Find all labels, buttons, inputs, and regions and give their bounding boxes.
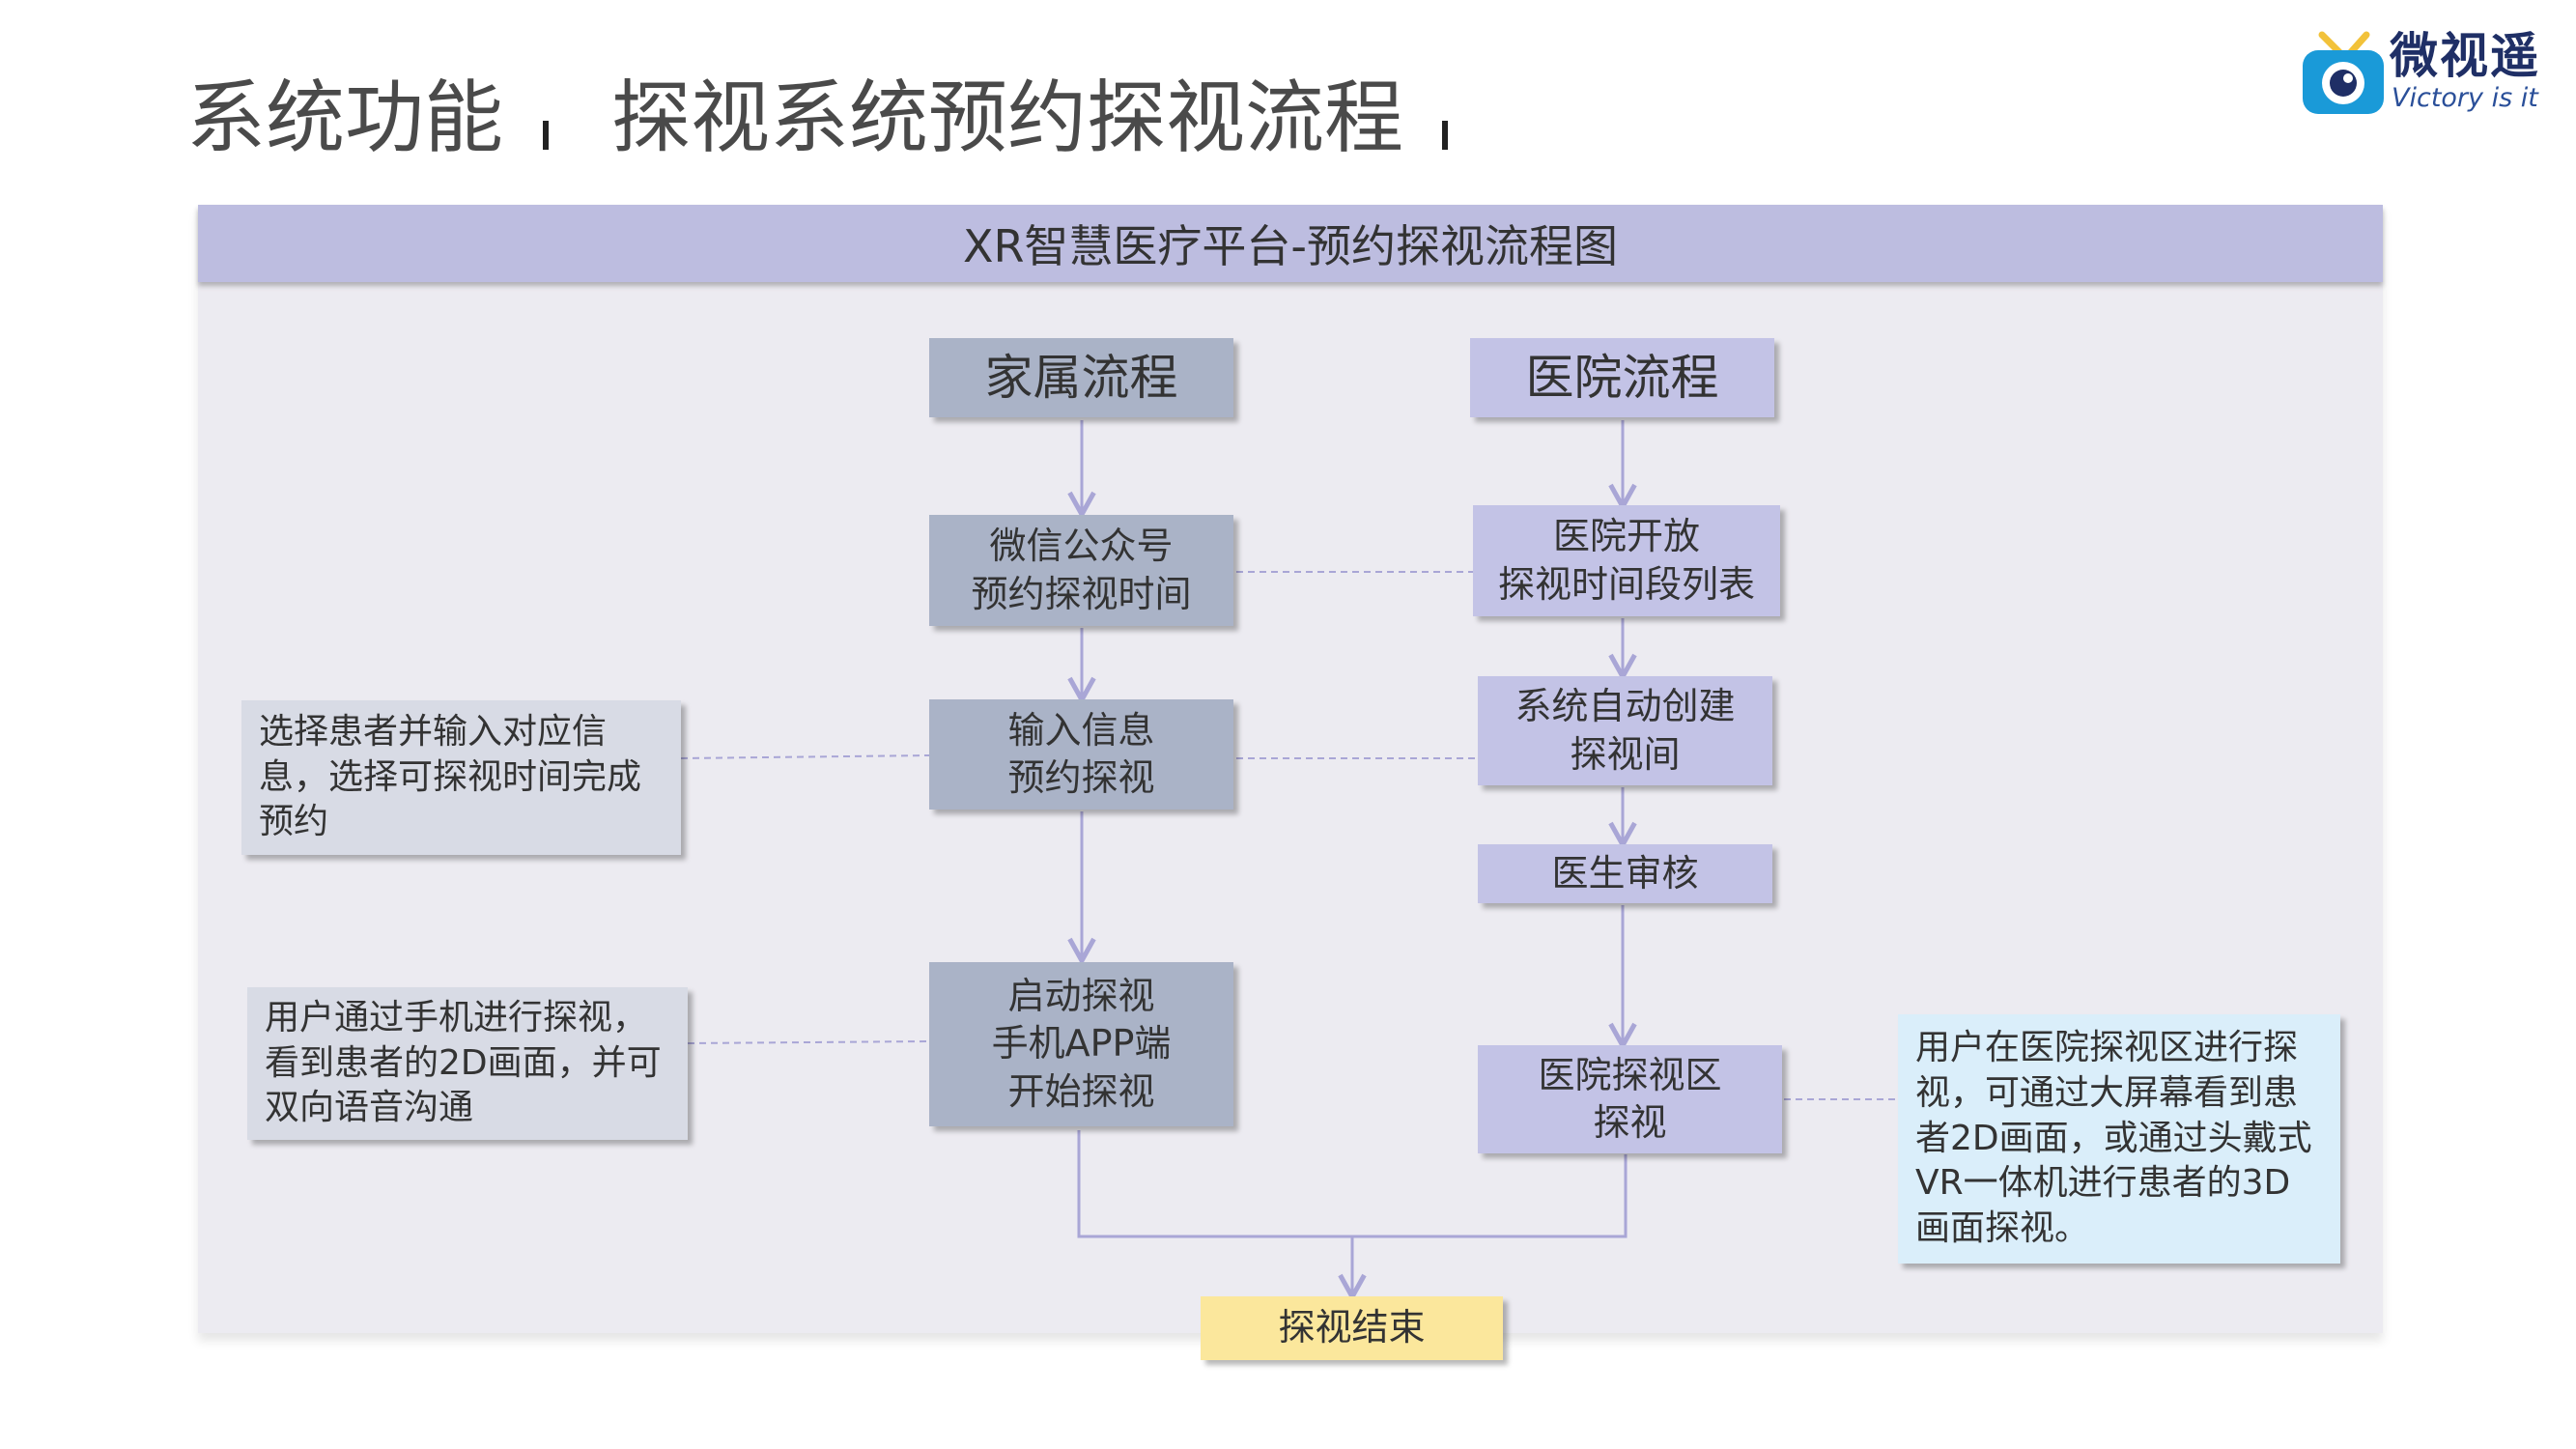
- hospital-lane-heading: 医院流程: [1470, 338, 1774, 417]
- brand-logo: [2301, 29, 2475, 135]
- hospital-step-visit-area: 医院探视区 探视: [1478, 1045, 1782, 1153]
- logo-name: 微视遥: [2390, 28, 2540, 84]
- note-booking: 选择患者并输入对应信息，选择可探视时间完成预约: [241, 700, 681, 855]
- family-step-start-visit: 启动探视 手机APP端 开始探视: [929, 962, 1233, 1126]
- title-separator: [543, 121, 549, 150]
- family-step-enter-info: 输入信息 预约探视: [929, 699, 1233, 810]
- family-lane-heading: 家属流程: [929, 338, 1233, 417]
- hospital-step-open-slots: 医院开放 探视时间段列表: [1473, 505, 1780, 616]
- hospital-step-create-room: 系统自动创建 探视间: [1478, 676, 1772, 785]
- family-step-book-time: 微信公众号 预约探视时间: [929, 515, 1233, 626]
- dash-note-2: [687, 1040, 930, 1044]
- logo-slogan: Victory is it: [2392, 83, 2538, 113]
- flowchart-title: XR智慧医疗平台-预约探视流程图: [198, 205, 2383, 282]
- tv-icon: [2303, 31, 2384, 114]
- dash-note-1: [680, 754, 930, 759]
- end-node: 探视结束: [1201, 1296, 1503, 1360]
- hospital-step-doctor-review: 医生审核: [1478, 844, 1772, 903]
- note-hospital-visit: 用户在医院探视区进行探视，可通过大屏幕看到患者2D画面，或通过头戴式VR一体机进…: [1898, 1014, 2340, 1264]
- note-mobile-visit: 用户通过手机进行探视，看到患者的2D画面，并可双向语音沟通: [247, 987, 688, 1140]
- title-separator-end: [1442, 121, 1448, 150]
- page-subtitle: 探视系统预约探视流程: [611, 72, 1404, 164]
- page-title: 系统功能: [186, 72, 504, 164]
